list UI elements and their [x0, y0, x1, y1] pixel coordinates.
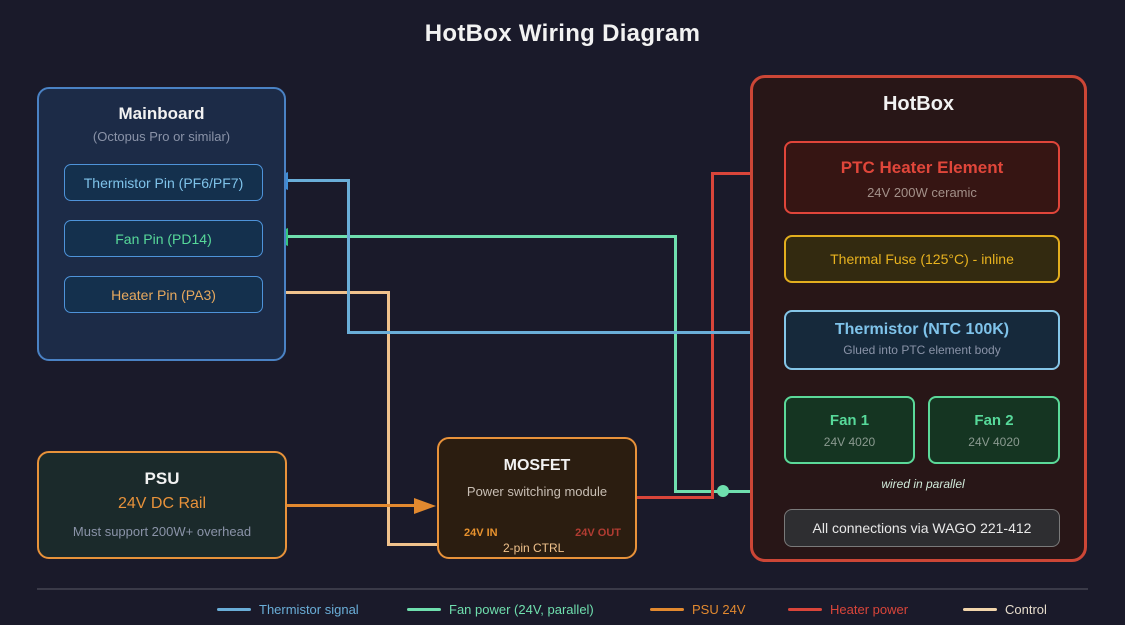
- thermal-fuse-card: Thermal Fuse (125°C) - inline: [784, 235, 1060, 283]
- fan1-subtitle: 24V 4020: [823, 435, 876, 449]
- mosfet-ctrl-label: 2-pin CTRL: [503, 541, 565, 555]
- wire-thermistor-signal: [281, 179, 350, 182]
- legend-swatch-heater-icon: [788, 607, 822, 612]
- mosfet-port-24v-out: 24V OUT: [575, 527, 621, 539]
- hotbox-box: HotBox PTC Heater Element 24V 200W ceram…: [750, 75, 1087, 562]
- wire-heater-power: [636, 496, 714, 499]
- mosfet-port-24v-in: 24V IN: [464, 527, 498, 539]
- pin-heater: Heater Pin (PA3): [64, 276, 263, 313]
- wire-control: [262, 291, 390, 294]
- ptc-heater-subtitle: 24V 200W ceramic: [867, 185, 977, 200]
- legend-item-fan-power: Fan power (24V, parallel): [407, 602, 594, 617]
- fan2-subtitle: 24V 4020: [968, 435, 1020, 449]
- psu-box: PSU 24V DC Rail Must support 200W+ overh…: [37, 451, 287, 559]
- wire-control: [387, 543, 476, 546]
- mosfet-title: MOSFET: [503, 457, 571, 474]
- pin-heater-label: Heater Pin (PA3): [111, 286, 216, 303]
- legend-item-psu-24v: PSU 24V: [650, 602, 745, 617]
- legend-label-psu: PSU 24V: [692, 602, 746, 617]
- wire-heater-power: [711, 172, 714, 499]
- wire-thermistor-signal: [347, 331, 781, 334]
- psu-subtitle: 24V DC Rail: [117, 495, 207, 512]
- wire-fan-power: [674, 235, 677, 493]
- mainboard-subtitle: (Octopus Pro or similar): [92, 129, 231, 144]
- legend-swatch-control-icon: [963, 607, 997, 612]
- thermistor-card-title: Thermistor (NTC 100K): [834, 321, 1010, 338]
- legend-label-heater: Heater power: [830, 602, 909, 617]
- pin-thermistor-label: Thermistor Pin (PF6/PF7): [83, 174, 244, 191]
- psu-title: PSU: [144, 469, 180, 488]
- psu-arrowhead-icon: [414, 498, 436, 514]
- mainboard-title: Mainboard: [118, 104, 205, 123]
- thermistor-card: Thermistor (NTC 100K) Glued into PTC ele…: [784, 310, 1060, 370]
- fan1-card: Fan 1 24V 4020: [784, 396, 915, 464]
- legend-divider: [37, 588, 1088, 590]
- wire-psu-24v: [286, 504, 417, 507]
- hotbox-title: HotBox: [882, 93, 955, 115]
- legend-swatch-fan-icon: [407, 607, 441, 612]
- thermistor-card-subtitle: Glued into PTC element body: [843, 343, 1001, 357]
- mosfet-box: MOSFET Power switching module 24V IN 24V…: [437, 437, 637, 559]
- legend-item-control: Control: [963, 602, 1047, 617]
- mosfet-subtitle: Power switching module: [466, 484, 608, 499]
- legend-item-thermistor-signal: Thermistor signal: [217, 602, 359, 617]
- fan2-card: Fan 2 24V 4020: [928, 396, 1060, 464]
- legend-label-thermistor: Thermistor signal: [259, 602, 359, 617]
- wire-thermistor-signal: [347, 179, 350, 334]
- ptc-heater-card: PTC Heater Element 24V 200W ceramic: [784, 141, 1060, 214]
- page-title: HotBox Wiring Diagram: [424, 20, 701, 47]
- fan1-title: Fan 1: [829, 412, 870, 429]
- pin-thermistor: Thermistor Pin (PF6/PF7): [64, 164, 263, 201]
- legend-label-fan: Fan power (24V, parallel): [449, 602, 594, 617]
- legend-label-control: Control: [1005, 602, 1047, 617]
- fan-bus-junction-dot: [717, 485, 729, 497]
- wire-fan-power: [281, 235, 677, 238]
- wire-control: [387, 291, 390, 546]
- psu-note: Must support 200W+ overhead: [72, 524, 252, 539]
- mainboard-box: Mainboard (Octopus Pro or similar) Therm…: [37, 87, 286, 361]
- legend-swatch-thermistor-icon: [217, 607, 251, 612]
- wago-note-label: All connections via WAGO 221-412: [812, 520, 1032, 536]
- wired-in-parallel-note: wired in parallel: [881, 477, 965, 491]
- pin-fan-label: Fan Pin (PD14): [115, 230, 212, 247]
- fan2-title: Fan 2: [974, 412, 1014, 429]
- wire-heater-power: [711, 172, 759, 175]
- ptc-heater-title: PTC Heater Element: [840, 158, 1004, 177]
- thermal-fuse-label: Thermal Fuse (125°C) - inline: [830, 251, 1014, 267]
- pin-fan: Fan Pin (PD14): [64, 220, 263, 257]
- legend-swatch-psu-icon: [650, 607, 684, 612]
- wago-note-card: All connections via WAGO 221-412: [784, 509, 1060, 547]
- legend-item-heater-power: Heater power: [788, 602, 908, 617]
